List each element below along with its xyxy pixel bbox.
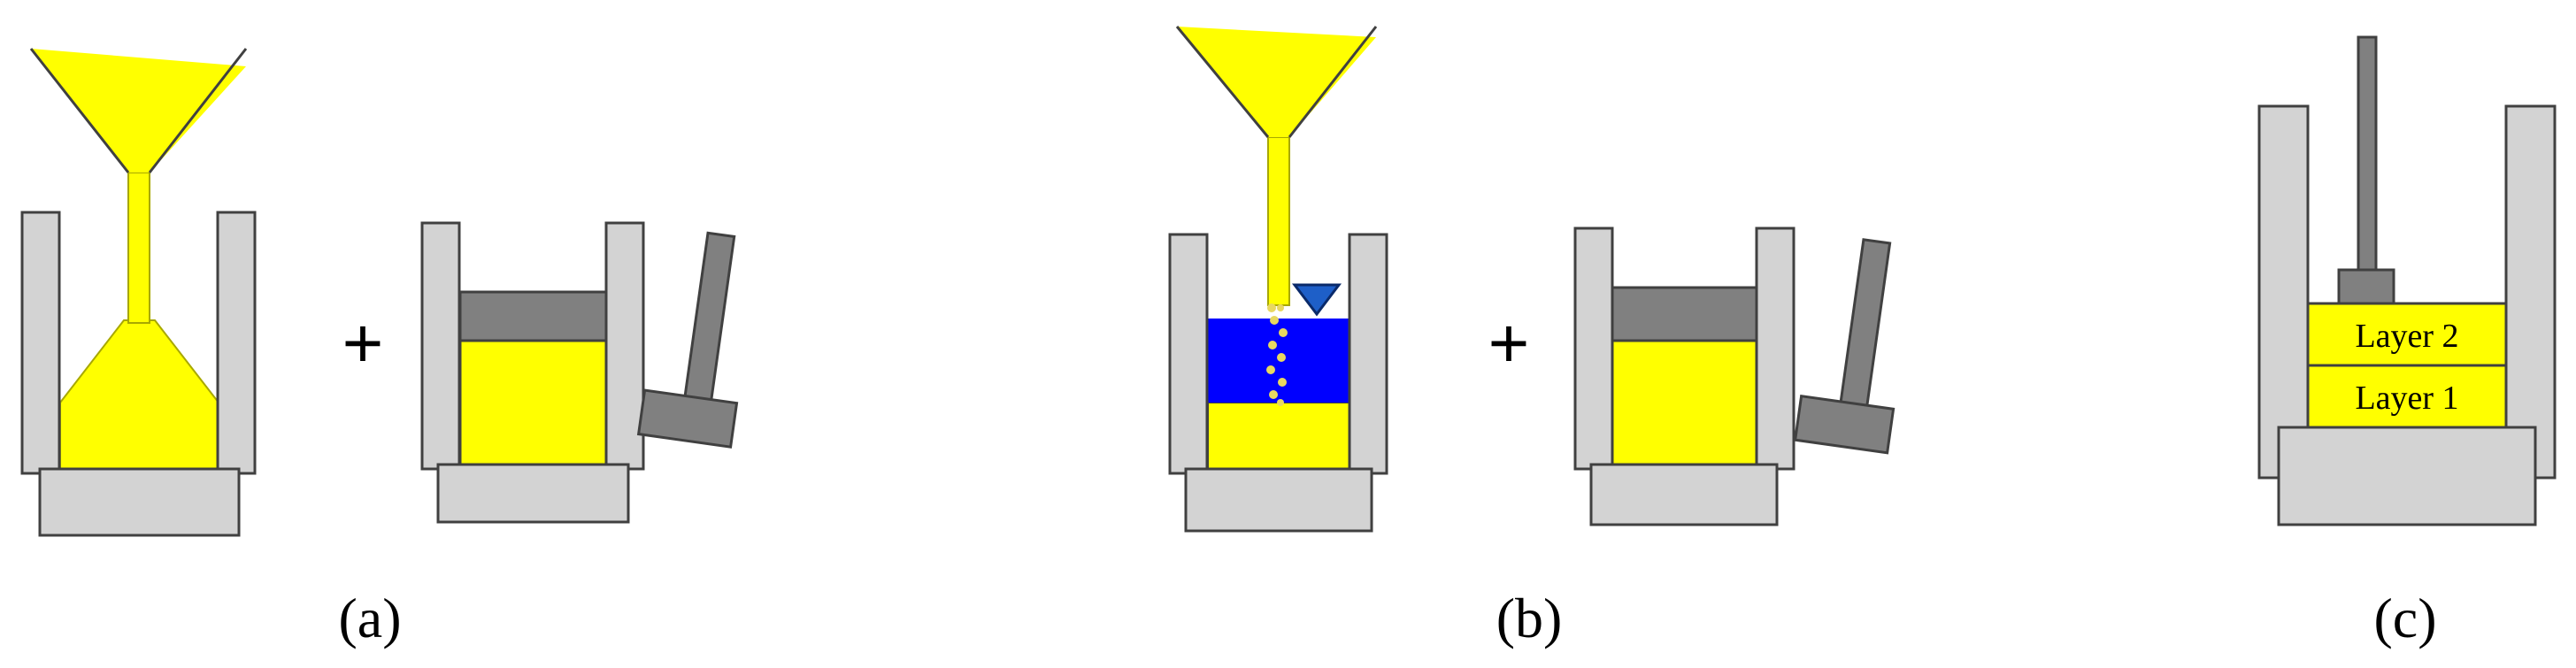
sand-stream bbox=[127, 172, 150, 324]
panel-c: Layer 2 Layer 1 (c) bbox=[2257, 35, 2557, 649]
mold-wall-right bbox=[2504, 104, 2557, 480]
mold-base bbox=[2277, 426, 2537, 526]
mold-wall-right bbox=[1755, 227, 1796, 471]
piston-rod bbox=[2357, 35, 2378, 273]
piston-cap bbox=[2337, 268, 2395, 305]
particle bbox=[1267, 303, 1276, 312]
mold-base bbox=[38, 467, 241, 537]
tamping-hammer bbox=[1793, 238, 1895, 455]
funnel bbox=[31, 49, 246, 173]
panel-label-a: (a) bbox=[338, 587, 401, 649]
mold-b-right bbox=[1573, 227, 1895, 526]
sand-stream bbox=[1267, 136, 1290, 306]
particle bbox=[1279, 328, 1288, 337]
mold-wall-left bbox=[1168, 233, 1209, 475]
hammer-handle bbox=[1838, 238, 1892, 411]
mold-wall-right bbox=[1348, 233, 1388, 475]
settling-particles bbox=[1266, 303, 1288, 406]
particle bbox=[1277, 399, 1284, 406]
funnel-outline-left bbox=[1175, 26, 1270, 138]
panel-label-c: (c) bbox=[2373, 587, 2436, 649]
compacted-sand bbox=[1611, 339, 1758, 466]
plus-sign-a: + bbox=[342, 303, 384, 382]
layer-2-block bbox=[2306, 302, 2508, 367]
sand-heap bbox=[59, 319, 219, 470]
mold-b-left bbox=[1168, 26, 1388, 533]
funnel-outline-right bbox=[148, 48, 248, 173]
water-level-icon bbox=[1291, 283, 1342, 317]
particle bbox=[1270, 316, 1279, 325]
mold-wall-right bbox=[604, 221, 645, 471]
particle bbox=[1268, 341, 1277, 349]
mold-base bbox=[1589, 463, 1779, 526]
panel-a: + (a) bbox=[20, 48, 739, 649]
particle bbox=[1277, 353, 1286, 362]
mold-a-right bbox=[420, 221, 739, 524]
hammer-handle bbox=[682, 231, 736, 405]
hammer-head bbox=[636, 388, 739, 449]
mold-a-left bbox=[20, 48, 257, 537]
particle bbox=[1277, 304, 1284, 311]
panel-b: + (b) bbox=[1168, 26, 1895, 649]
funnel bbox=[1177, 27, 1376, 137]
particle bbox=[1269, 390, 1278, 399]
mold-wall-left bbox=[1573, 227, 1614, 471]
panel-label-b: (b) bbox=[1496, 587, 1563, 649]
mold-base bbox=[436, 463, 630, 524]
tamping-plate bbox=[458, 290, 608, 342]
hammer-head bbox=[1793, 395, 1895, 455]
tamping-plate bbox=[1611, 286, 1758, 342]
funnel-outline-left bbox=[29, 48, 130, 173]
mold-wall-left bbox=[2257, 104, 2310, 480]
deposited-sand bbox=[1207, 402, 1350, 470]
tamping-hammer bbox=[636, 231, 739, 449]
mold-base bbox=[1184, 467, 1373, 533]
layer-2-label: Layer 2 bbox=[2355, 318, 2458, 355]
particle bbox=[1266, 365, 1275, 374]
mold-wall-left bbox=[420, 221, 461, 471]
mold-wall-right bbox=[216, 211, 257, 475]
funnel-outline-right bbox=[1288, 26, 1378, 138]
particle bbox=[1278, 378, 1287, 387]
compacted-sand bbox=[458, 339, 608, 466]
mold-wall-left bbox=[20, 211, 61, 475]
plus-sign-b: + bbox=[1488, 303, 1530, 382]
layer-1-label: Layer 1 bbox=[2355, 380, 2458, 417]
